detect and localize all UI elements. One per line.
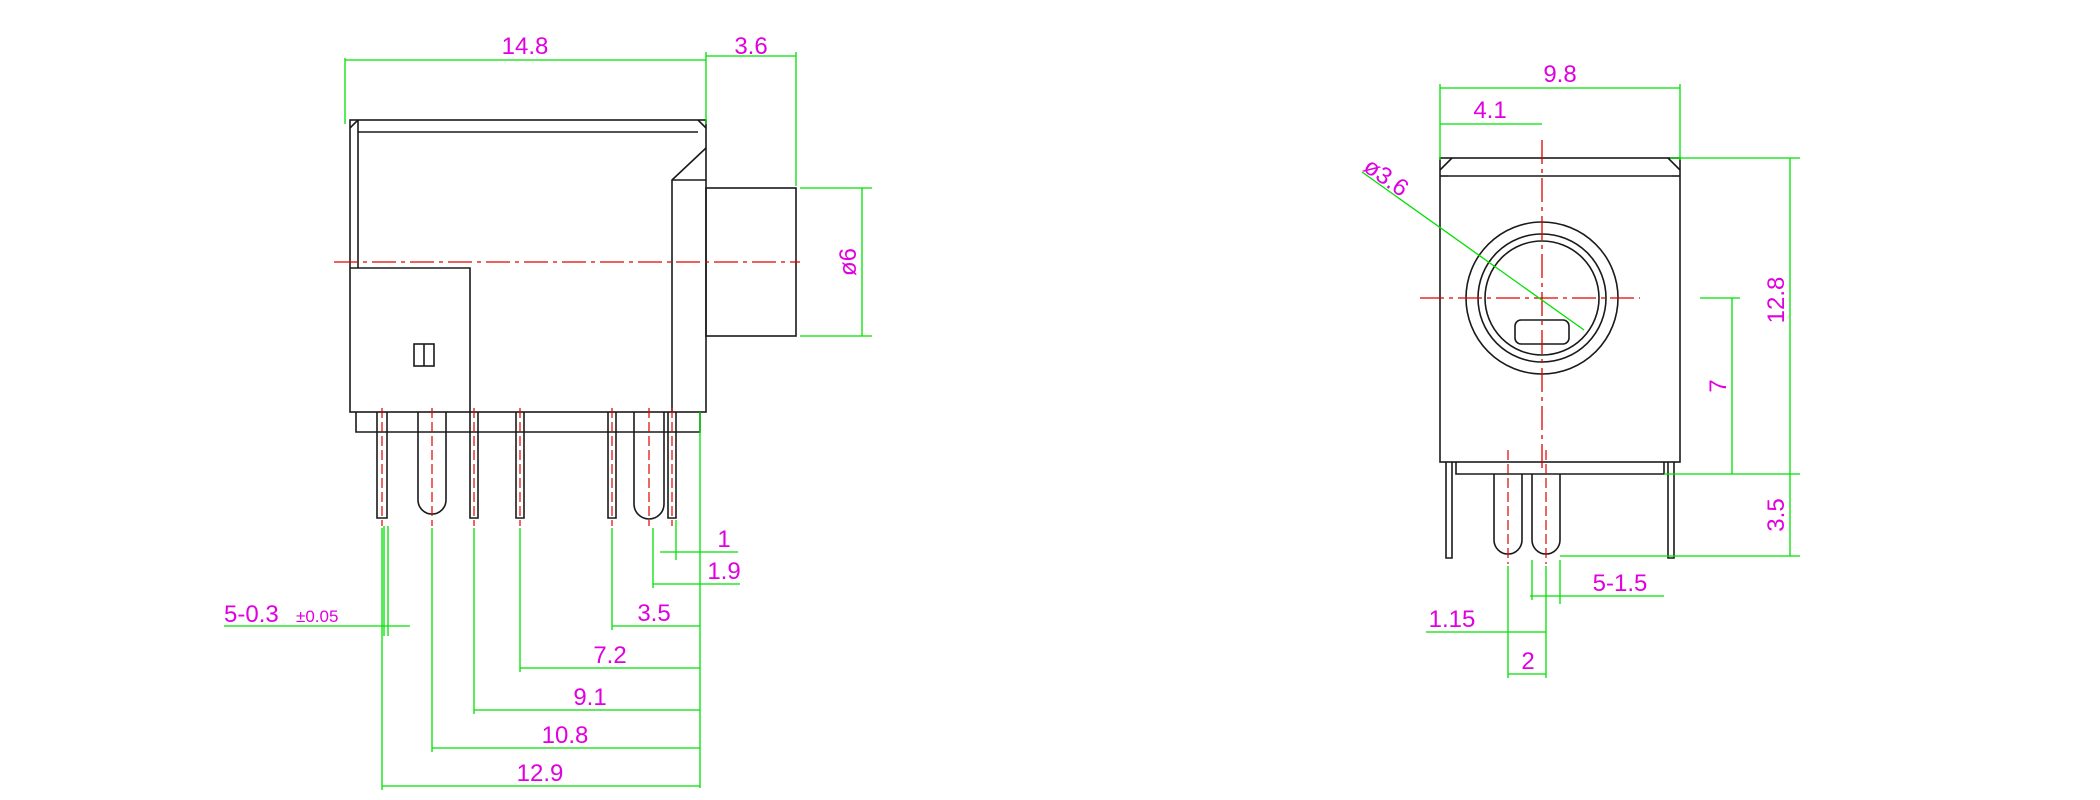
dim-pin-thickness-label: 5-0.3 [224, 601, 279, 628]
front-center-lines [1420, 140, 1640, 564]
dim-p6-label: 10.8 [542, 722, 589, 749]
dim-nose-length-label: 3.6 [734, 33, 767, 60]
dim-length-label: 14.8 [502, 33, 549, 60]
dim-pin-length-label: 3.5 [1763, 498, 1790, 531]
dim-pin-offset-label: 1.15 [1429, 606, 1476, 633]
dim-axis-height-label: 7 [1705, 379, 1732, 392]
dim-pin-thickness-tol-label: ±0.05 [296, 607, 338, 626]
dim-p3-label: 3.5 [637, 600, 670, 627]
dim-nose-dia-label: ø6 [835, 248, 862, 276]
side-dimension-lines [224, 52, 872, 790]
front-dimension-lines [1361, 84, 1800, 678]
dim-height-label: 12.8 [1763, 277, 1790, 324]
dim-pin-pitch-label: 2 [1521, 648, 1534, 675]
front-pins [1493, 474, 1561, 555]
dim-p7-label: 12.9 [517, 760, 564, 787]
side-body-outline [349, 119, 797, 433]
front-dimension-labels: 9.8 4.1 ø3.6 12.8 7 3.5 5-1.5 1.15 2 [1359, 61, 1790, 675]
dim-hole-dia-label: ø3.6 [1359, 153, 1414, 203]
side-pins [376, 412, 677, 520]
side-view: 14.8 3.6 ø6 5-0.3 ±0.05 1 1.9 3.5 7.2 9.… [224, 33, 872, 790]
dim-p4-label: 7.2 [593, 642, 626, 669]
side-dimension-labels: 14.8 3.6 ø6 5-0.3 ±0.05 1 1.9 3.5 7.2 9.… [224, 33, 862, 787]
dim-pin-width-label: 5-1.5 [1593, 570, 1648, 597]
dim-p1-label: 1 [717, 526, 730, 553]
front-view: 9.8 4.1 ø3.6 12.8 7 3.5 5-1.5 1.15 2 [1359, 61, 1800, 678]
dim-center-offset-label: 4.1 [1473, 97, 1506, 124]
dim-p5-label: 9.1 [573, 684, 606, 711]
side-center-lines [334, 261, 800, 526]
dim-p2-label: 1.9 [707, 558, 740, 585]
dim-width-label: 9.8 [1543, 61, 1576, 88]
